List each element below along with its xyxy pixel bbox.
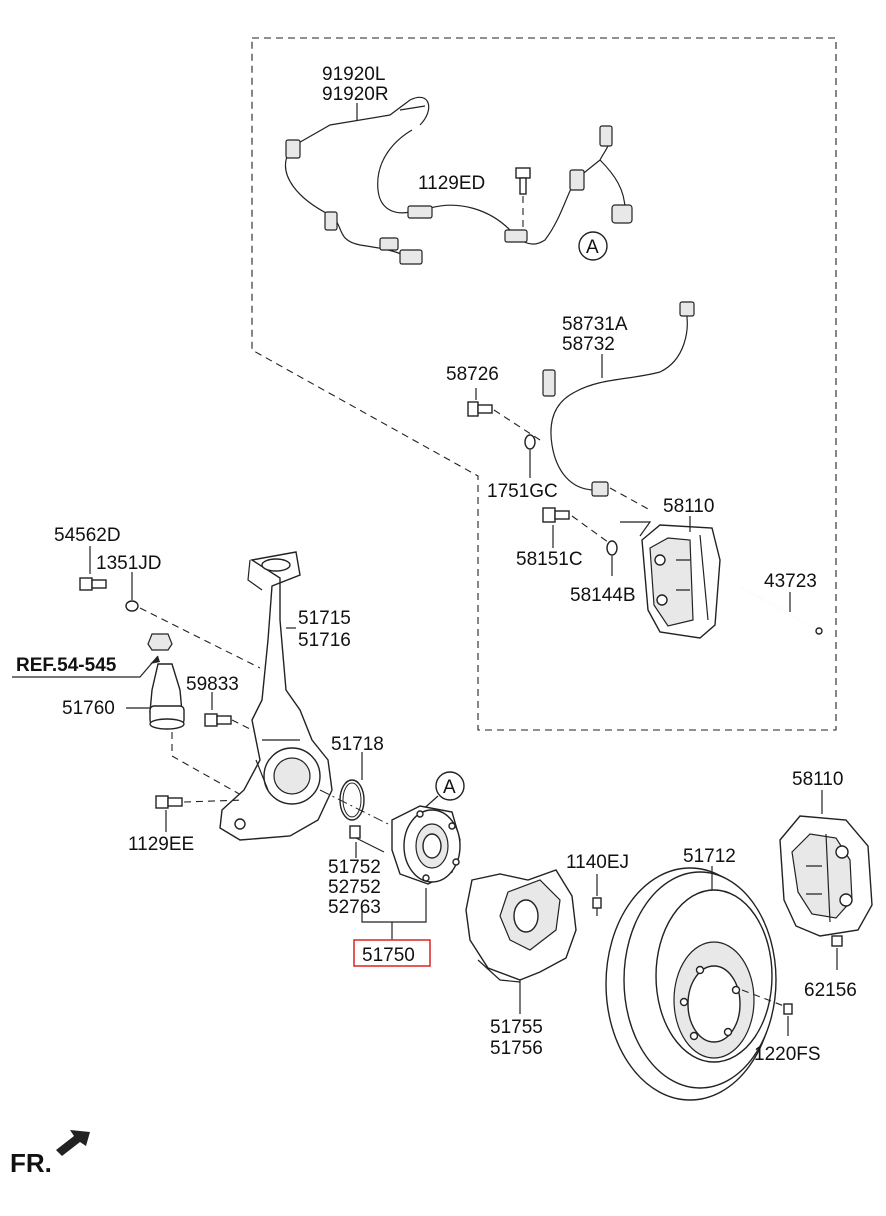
hub-bearing-51750 <box>391 805 461 885</box>
label-1220FS: 1220FS <box>754 1044 821 1065</box>
label-62156: 62156 <box>804 980 857 1001</box>
axis-hub <box>319 789 401 831</box>
axis-hose-caliper <box>609 487 651 511</box>
brake-disc-51712 <box>605 867 777 1101</box>
label-1129EE: 1129EE <box>128 834 194 855</box>
label-51760: 51760 <box>62 698 115 719</box>
label-58731A: 58731A <box>562 314 628 335</box>
label-1140EJ: 1140EJ <box>566 852 629 873</box>
bracket-51750 <box>361 888 427 923</box>
label-52752: 52752 <box>328 877 381 898</box>
bolt-59833 <box>204 713 232 727</box>
label-59833: 59833 <box>186 674 239 695</box>
label-1751GC: 1751GC <box>487 481 558 502</box>
label-58726: 58726 <box>446 364 499 385</box>
circle-a-label-hub: A <box>443 777 456 798</box>
bolt-1129EE <box>155 795 183 809</box>
brake-hose-58731A <box>542 301 695 497</box>
washer-1351JD <box>125 600 139 612</box>
axis-1220FS <box>741 989 785 1007</box>
circle-a-label-top: A <box>586 237 599 258</box>
label-51712: 51712 <box>683 846 736 867</box>
washer-1751GC <box>524 434 536 450</box>
steering-knuckle-51715 <box>219 551 333 841</box>
axis-58726 <box>493 409 541 441</box>
bolt-58726 <box>467 401 493 417</box>
bolt-1129ED <box>515 167 531 195</box>
wheel-speed-sensor-harness <box>284 96 633 265</box>
screw-1220FS <box>783 1003 793 1015</box>
group-boundary <box>251 37 837 731</box>
screw-1140EJ <box>592 897 602 916</box>
washer-58144B <box>606 540 618 556</box>
leader-caliper-dash-join <box>620 521 652 537</box>
circle-a-marker-hub <box>435 771 465 801</box>
label-52763: 52763 <box>328 897 381 918</box>
label-51716: 51716 <box>298 630 351 651</box>
label-54562D: 54562D <box>54 525 121 546</box>
label-51715: 51715 <box>298 608 351 629</box>
label-58151C: 58151C <box>516 549 583 570</box>
label-91920L: 91920L <box>322 64 385 85</box>
label-51756: 51756 <box>490 1038 543 1059</box>
ball-joint-51760 <box>149 663 185 730</box>
label-51718: 51718 <box>331 734 384 755</box>
highlight-box-51750 <box>353 939 431 967</box>
bolt-58151C <box>542 507 570 523</box>
label-58732: 58732 <box>562 334 615 355</box>
bolt-62156 <box>831 935 843 947</box>
castle-nut <box>147 633 173 651</box>
axis-51760 <box>171 732 251 801</box>
label-51752: 51752 <box>328 857 381 878</box>
label-58144B: 58144B <box>570 585 636 606</box>
label-51750: 51750 <box>362 945 415 966</box>
axis-1129EE <box>183 799 245 803</box>
dust-shield-51755 <box>465 869 577 983</box>
caliper-58110-bottom <box>779 815 873 937</box>
axis-1351JD <box>139 607 261 669</box>
circle-a-marker-top <box>578 231 608 261</box>
pin-43723 <box>741 587 823 635</box>
axis-58151C <box>571 515 613 546</box>
hub-bolt-51752 <box>349 825 385 853</box>
label-58110-bottom: 58110 <box>792 769 843 790</box>
ref-label: REF.54-545 <box>16 655 117 676</box>
front-label: FR. <box>10 1148 52 1178</box>
ref-arrowhead <box>150 656 160 664</box>
caliper-58110-top <box>641 524 721 639</box>
label-51755: 51755 <box>490 1017 543 1038</box>
front-arrow-icon <box>56 1130 90 1156</box>
bolt-54562D <box>79 577 107 591</box>
label-1351JD: 1351JD <box>96 553 162 574</box>
label-91920R: 91920R <box>322 84 389 105</box>
label-1129ED: 1129ED <box>418 173 485 194</box>
label-43723: 43723 <box>764 571 817 592</box>
label-58110-top: 58110 <box>663 496 714 517</box>
